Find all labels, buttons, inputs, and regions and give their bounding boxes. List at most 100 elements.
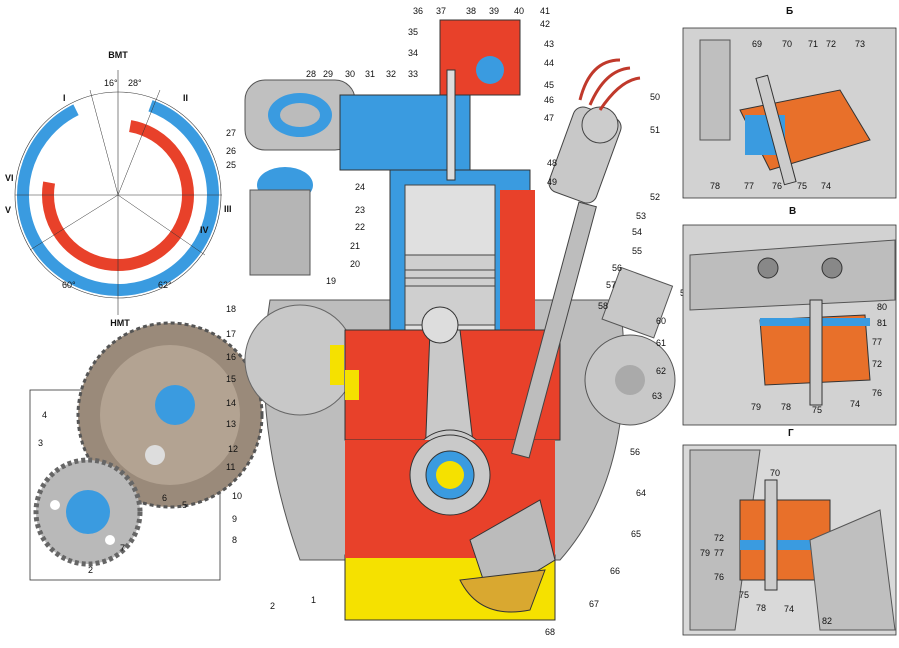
- svg-text:2: 2: [88, 565, 93, 575]
- svg-text:78: 78: [781, 402, 791, 412]
- svg-text:11: 11: [226, 462, 235, 472]
- svg-text:3: 3: [38, 438, 43, 448]
- svg-text:2: 2: [270, 601, 275, 611]
- svg-text:63: 63: [652, 391, 662, 401]
- svg-text:55: 55: [632, 246, 642, 256]
- svg-text:66: 66: [610, 566, 620, 576]
- svg-text:1: 1: [311, 595, 316, 605]
- intake-ring: [17, 94, 219, 296]
- phase-IV: IV: [200, 225, 209, 235]
- angle-62: 62°: [158, 280, 172, 290]
- svg-text:42: 42: [540, 19, 550, 29]
- svg-text:8: 8: [232, 535, 237, 545]
- svg-text:77: 77: [744, 181, 754, 191]
- svg-text:64: 64: [636, 488, 646, 498]
- svg-text:18: 18: [226, 304, 236, 314]
- phase-II: II: [183, 93, 188, 103]
- svg-text:53: 53: [636, 211, 646, 221]
- svg-text:82: 82: [822, 616, 832, 626]
- svg-text:75: 75: [797, 181, 807, 191]
- svg-text:71: 71: [808, 39, 818, 49]
- svg-text:67: 67: [589, 599, 599, 609]
- svg-text:43: 43: [544, 39, 554, 49]
- svg-text:70: 70: [770, 468, 780, 478]
- svg-text:73: 73: [855, 39, 865, 49]
- svg-text:12: 12: [228, 444, 238, 454]
- svg-text:30: 30: [345, 69, 355, 79]
- svg-text:61: 61: [656, 338, 666, 348]
- angle-28: 28°: [128, 78, 142, 88]
- svg-text:54: 54: [632, 227, 642, 237]
- svg-text:44: 44: [544, 58, 554, 68]
- svg-text:68: 68: [545, 627, 555, 637]
- svg-text:79: 79: [700, 548, 710, 558]
- svg-text:4: 4: [42, 410, 47, 420]
- svg-text:65: 65: [631, 529, 641, 539]
- svg-text:31: 31: [365, 69, 375, 79]
- svg-text:34: 34: [408, 48, 418, 58]
- svg-text:60: 60: [656, 316, 666, 326]
- svg-text:52: 52: [650, 192, 660, 202]
- phase-VI: VI: [5, 173, 14, 183]
- svg-text:76: 76: [772, 181, 782, 191]
- svg-text:6: 6: [162, 493, 167, 503]
- engine-section: 1 2 8 9 10 11 12 13 14 15 16 17 18 19 20…: [226, 6, 690, 637]
- svg-text:9: 9: [232, 514, 237, 524]
- svg-text:72: 72: [826, 39, 836, 49]
- svg-text:19: 19: [326, 276, 336, 286]
- svg-text:72: 72: [872, 359, 882, 369]
- svg-text:75: 75: [812, 405, 822, 415]
- svg-text:29: 29: [323, 69, 333, 79]
- svg-text:17: 17: [226, 329, 236, 339]
- svg-text:56: 56: [630, 447, 640, 457]
- angle-60: 60°: [62, 280, 76, 290]
- svg-text:58: 58: [598, 301, 608, 311]
- svg-text:21: 21: [350, 241, 360, 251]
- svg-text:16: 16: [226, 352, 236, 362]
- phase-III: III: [224, 204, 232, 214]
- svg-text:48: 48: [547, 158, 557, 168]
- phase-V: V: [5, 205, 11, 215]
- svg-text:20: 20: [350, 259, 360, 269]
- svg-text:80: 80: [877, 302, 887, 312]
- inset-b-letter: Б: [786, 6, 793, 17]
- svg-text:5: 5: [182, 500, 187, 510]
- svg-text:78: 78: [756, 603, 766, 613]
- svg-text:38: 38: [466, 6, 476, 16]
- bdc-label: НМТ: [110, 318, 130, 328]
- svg-text:75: 75: [739, 590, 749, 600]
- inset-a: А 2 3 4 5 6 7: [29, 321, 264, 581]
- svg-text:74: 74: [850, 399, 860, 409]
- svg-text:70: 70: [782, 39, 792, 49]
- svg-text:35: 35: [408, 27, 418, 37]
- svg-text:40: 40: [514, 6, 524, 16]
- angle-16: 16°: [104, 78, 118, 88]
- svg-text:74: 74: [821, 181, 831, 191]
- svg-text:78: 78: [710, 181, 720, 191]
- inset-g-letter: Г: [788, 428, 794, 439]
- svg-text:23: 23: [355, 205, 365, 215]
- svg-text:46: 46: [544, 95, 554, 105]
- svg-text:77: 77: [872, 337, 882, 347]
- svg-text:50: 50: [650, 92, 660, 102]
- svg-text:10: 10: [232, 491, 242, 501]
- svg-text:39: 39: [489, 6, 499, 16]
- svg-text:7: 7: [120, 543, 125, 553]
- svg-text:27: 27: [226, 128, 236, 138]
- svg-text:37: 37: [436, 6, 446, 16]
- svg-text:74: 74: [784, 604, 794, 614]
- svg-text:76: 76: [714, 572, 724, 582]
- svg-text:41: 41: [540, 6, 550, 16]
- svg-text:77: 77: [714, 548, 724, 558]
- svg-text:81: 81: [877, 318, 887, 328]
- svg-text:14: 14: [226, 398, 236, 408]
- svg-text:26: 26: [226, 146, 236, 156]
- inset-v-letter: В: [789, 206, 796, 217]
- svg-text:33: 33: [408, 69, 418, 79]
- svg-text:72: 72: [714, 533, 724, 543]
- svg-text:24: 24: [355, 182, 365, 192]
- svg-text:62: 62: [656, 366, 666, 376]
- phase-I: I: [63, 93, 66, 103]
- svg-text:69: 69: [752, 39, 762, 49]
- svg-text:13: 13: [226, 419, 236, 429]
